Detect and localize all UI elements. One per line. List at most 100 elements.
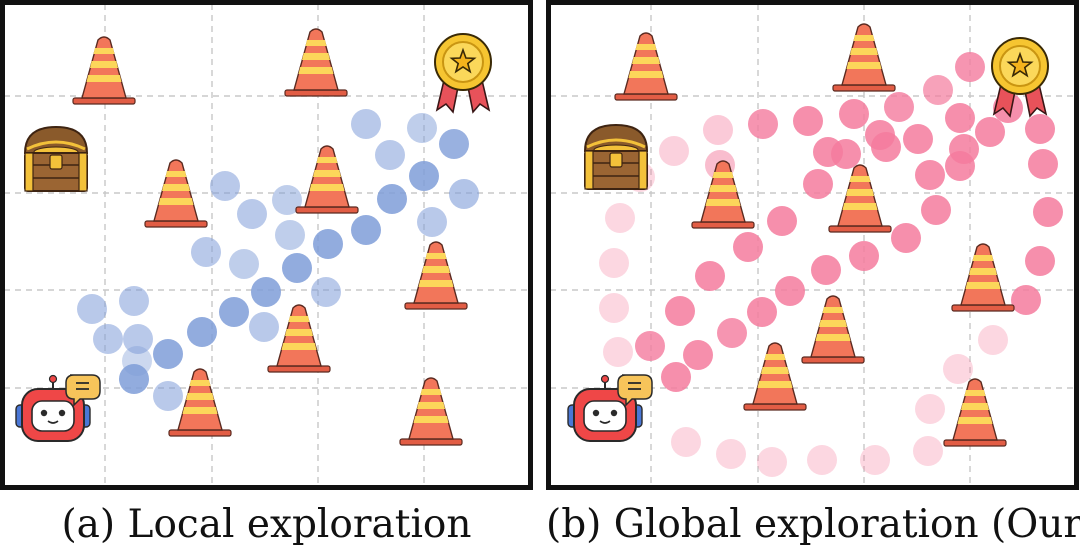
path-dot: [93, 324, 123, 354]
traffic-cone-icon: [168, 368, 232, 437]
path-dot: [683, 340, 713, 370]
robot-icon: [567, 374, 653, 442]
path-dot: [813, 137, 843, 167]
traffic-cone-icon: [743, 342, 807, 411]
path-dot: [603, 337, 633, 367]
caption-local-exploration: (a) Local exploration: [61, 502, 472, 547]
map-frame: [0, 0, 533, 490]
path-dot: [733, 232, 763, 262]
path-dot: [351, 215, 381, 245]
path-dot: [635, 331, 665, 361]
path-dot: [803, 169, 833, 199]
path-dot: [703, 115, 733, 145]
path-dot: [978, 325, 1008, 355]
traffic-cone-icon: [801, 295, 865, 364]
treasure-chest-icon: [23, 125, 89, 192]
path-dot: [153, 339, 183, 369]
path-dot: [757, 447, 787, 477]
path-dot: [351, 109, 381, 139]
path-dot: [275, 220, 305, 250]
path-dot: [915, 160, 945, 190]
path-dot: [272, 185, 302, 215]
path-dot: [1025, 246, 1055, 276]
path-dot: [1025, 114, 1055, 144]
traffic-cone-icon: [72, 36, 136, 105]
path-dot: [187, 317, 217, 347]
traffic-cone-icon: [832, 23, 896, 92]
path-dot: [605, 203, 635, 233]
path-dot: [767, 206, 797, 236]
path-dot: [122, 346, 152, 376]
path-dot: [282, 253, 312, 283]
path-dot: [229, 249, 259, 279]
path-dot: [839, 99, 869, 129]
path-dot: [407, 113, 437, 143]
path-dot: [311, 277, 341, 307]
traffic-cone-icon: [828, 164, 892, 233]
traffic-cone-icon: [144, 159, 208, 228]
path-dot: [665, 296, 695, 326]
path-dot: [793, 106, 823, 136]
path-dot: [77, 294, 107, 324]
path-dot: [251, 277, 281, 307]
traffic-cone-icon: [284, 28, 348, 97]
path-dot: [949, 134, 979, 164]
traffic-cone-icon: [951, 243, 1015, 312]
path-dot: [903, 124, 933, 154]
path-dot: [119, 286, 149, 316]
path-dot: [123, 324, 153, 354]
path-dot: [913, 436, 943, 466]
path-dot: [849, 241, 879, 271]
path-dot: [417, 207, 447, 237]
speech-bubble-icon: [65, 374, 101, 407]
traffic-cone-icon: [614, 32, 678, 101]
traffic-cone-icon: [404, 241, 468, 310]
path-dot: [409, 161, 439, 191]
path-dot: [671, 427, 701, 457]
path-dot: [1033, 197, 1063, 227]
path-dot: [219, 297, 249, 327]
path-dot: [375, 140, 405, 170]
path-dot: [891, 223, 921, 253]
path-dot: [884, 92, 914, 122]
path-dot: [599, 293, 629, 323]
path-dot: [748, 109, 778, 139]
treasure-chest-icon: [583, 123, 649, 190]
caption-global-exploration: (b) Global exploration (Ours): [546, 502, 1080, 547]
exploration-path: [599, 52, 1063, 477]
speech-bubble-icon: [617, 374, 653, 407]
path-dot: [1011, 285, 1041, 315]
traffic-cone-icon: [943, 378, 1007, 447]
path-dot: [695, 261, 725, 291]
panel-local-exploration: [0, 0, 533, 490]
path-dot: [716, 439, 746, 469]
path-dot: [119, 364, 149, 394]
medal-icon: [991, 37, 1049, 118]
path-dot: [955, 52, 985, 82]
traffic-cone-icon: [295, 145, 359, 214]
map-frame: [546, 0, 1079, 490]
path-dot: [659, 136, 689, 166]
path-dot: [860, 445, 890, 475]
traffic-cone-icon: [399, 377, 463, 446]
path-dot: [775, 276, 805, 306]
path-dot: [1028, 149, 1058, 179]
robot-icon: [15, 374, 101, 442]
path-dot: [191, 237, 221, 267]
path-dot: [915, 394, 945, 424]
path-dot: [153, 381, 183, 411]
path-dot: [717, 318, 747, 348]
path-dot: [923, 75, 953, 105]
path-dot: [210, 171, 240, 201]
path-dot: [811, 255, 841, 285]
path-dot: [439, 129, 469, 159]
grid-map-global: [546, 0, 1079, 490]
medal-icon: [434, 33, 492, 114]
path-dot: [449, 179, 479, 209]
path-dot: [945, 103, 975, 133]
path-dot: [865, 120, 895, 150]
traffic-cone-icon: [267, 304, 331, 373]
grid-map-local: [0, 0, 533, 490]
traffic-cone-icon: [691, 160, 755, 229]
path-dot: [807, 445, 837, 475]
